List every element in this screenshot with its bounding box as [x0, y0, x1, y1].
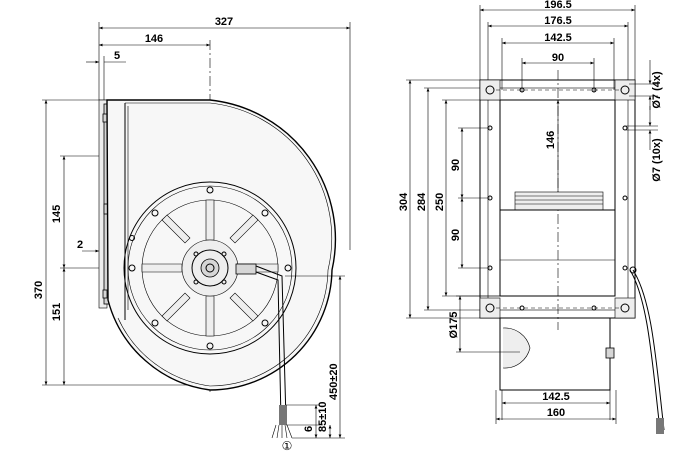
dim-outer-width: 196.5 — [479, 0, 636, 80]
inlet-diameter-label: Ø175 — [448, 312, 460, 339]
front-view: 327 146 5 370 145 151 — [33, 16, 351, 453]
dim-142-5-bottom-label: 142.5 — [542, 391, 570, 403]
dim-90-top-label: 90 — [552, 52, 564, 64]
dim-flange-width: 176.5 — [487, 15, 629, 80]
dim-142-5-top-label: 142.5 — [544, 32, 572, 44]
mount-holes-side-label: Ø7 (10x) — [651, 138, 663, 182]
cable-dimensions: 6 85±10 450±20 — [285, 275, 345, 439]
dim-hole-spacing-top: 142.5 — [501, 32, 615, 90]
dim-250-label: 250 — [434, 193, 446, 211]
dim-90-lower-label: 90 — [450, 229, 462, 241]
mount-holes-top-callout: Ø7 (4x) — [629, 60, 663, 110]
dim-6-label: 6 — [303, 426, 315, 432]
cable-gland — [235, 263, 257, 275]
flange-tab-bottom — [102, 289, 108, 299]
dim-side-flange-height: 284 — [416, 87, 486, 311]
impeller-section — [514, 191, 604, 211]
side-cable — [629, 269, 661, 431]
dim-hole-pitch: 90 90 — [450, 127, 490, 269]
dim-160-label: 160 — [547, 407, 565, 419]
dim-327-label: 327 — [215, 16, 233, 28]
dim-side-overall-height: 304 — [398, 79, 486, 319]
dim-width-to-center: 146 — [99, 33, 210, 47]
motor-hub — [191, 249, 229, 287]
cable-end — [279, 405, 287, 425]
dim-145-label: 145 — [51, 205, 63, 223]
inlet-cone — [502, 327, 531, 369]
dim-146-side-label: 146 — [545, 131, 557, 149]
inlet-ring — [123, 181, 297, 355]
dim-146-label: 146 — [145, 33, 163, 45]
mount-holes-top-label: Ø7 (4x) — [651, 71, 663, 109]
dim-151-label: 151 — [51, 303, 63, 321]
dim-overall-height: 370 — [33, 99, 218, 386]
dim-bottom-hole-spacing: 142.5 — [501, 390, 611, 420]
side-view: 196.5 176.5 142.5 90 304 — [398, 0, 665, 434]
side-connector — [605, 347, 615, 359]
dim-85-label: 85±10 — [317, 401, 329, 432]
cable-wires — [271, 424, 293, 439]
dim-center-height: 146 — [545, 100, 560, 205]
dim-304-label: 304 — [398, 192, 410, 211]
scroll-housing-inner — [117, 102, 333, 387]
dim-inner-spacing: 90 — [521, 52, 595, 92]
dim-196-5-label: 196.5 — [544, 0, 572, 11]
dim-lower-height: 151 — [51, 268, 66, 385]
cable-marker: ① — [282, 439, 293, 453]
dim-176-5-label: 176.5 — [544, 15, 572, 27]
dim-450-label: 450±20 — [328, 363, 340, 400]
dim-flange-offset: 5 — [86, 50, 126, 100]
inlet-ring-screws — [128, 186, 292, 350]
motor-shaft — [200, 258, 220, 278]
dim-5-label: 5 — [114, 50, 120, 62]
cable — [255, 265, 287, 421]
dim-90-upper-label: 90 — [450, 159, 462, 171]
dim-370-label: 370 — [33, 281, 45, 299]
dim-2-label: 2 — [77, 239, 83, 251]
dim-overall-width: 327 — [98, 16, 351, 250]
dim-284-label: 284 — [416, 192, 428, 211]
inlet-diameter-callout: Ø175 — [448, 295, 520, 353]
dim-bottom-width: 160 — [495, 390, 617, 424]
mount-holes-side-callout: Ø7 (10x) — [626, 106, 663, 182]
